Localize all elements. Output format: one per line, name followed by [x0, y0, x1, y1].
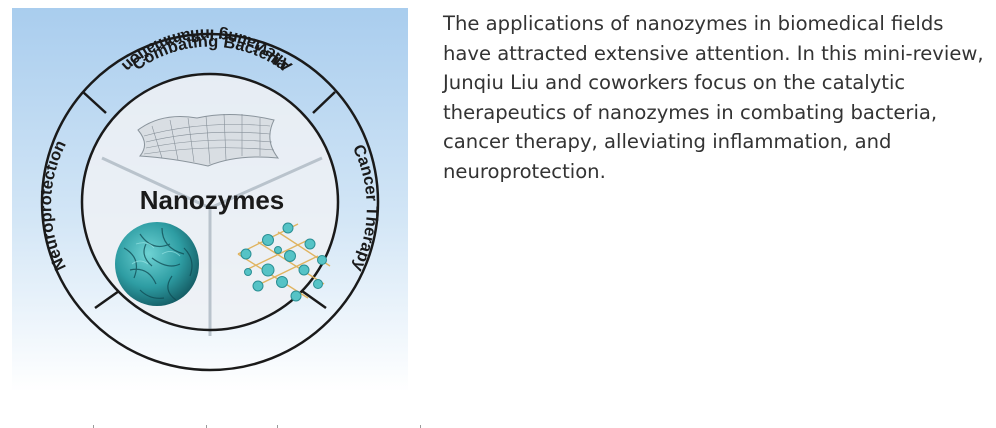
outer-ring	[40, 32, 380, 372]
nanoflower-particle-graphic	[115, 222, 199, 306]
graphene-sheet-graphic	[137, 113, 280, 167]
bottom-tick-mark	[420, 425, 421, 428]
ring-separators	[82, 91, 336, 310]
bottom-tick-mark	[93, 425, 94, 428]
nanozymes-figure: Combating Bacteria Cancer Therapy Neurop…	[12, 8, 408, 392]
caption-text: The applications of nanozymes in biomedi…	[443, 12, 984, 183]
nanozymes-diagram: Combating Bacteria Cancer Therapy Neurop…	[12, 8, 408, 392]
bottom-tick-mark	[277, 425, 278, 428]
center-title: Nanozymes	[140, 185, 285, 215]
mof-lattice-graphic	[237, 222, 331, 302]
inner-ring	[80, 72, 340, 332]
section-dividers	[101, 156, 323, 336]
bottom-tick-mark	[206, 425, 207, 428]
